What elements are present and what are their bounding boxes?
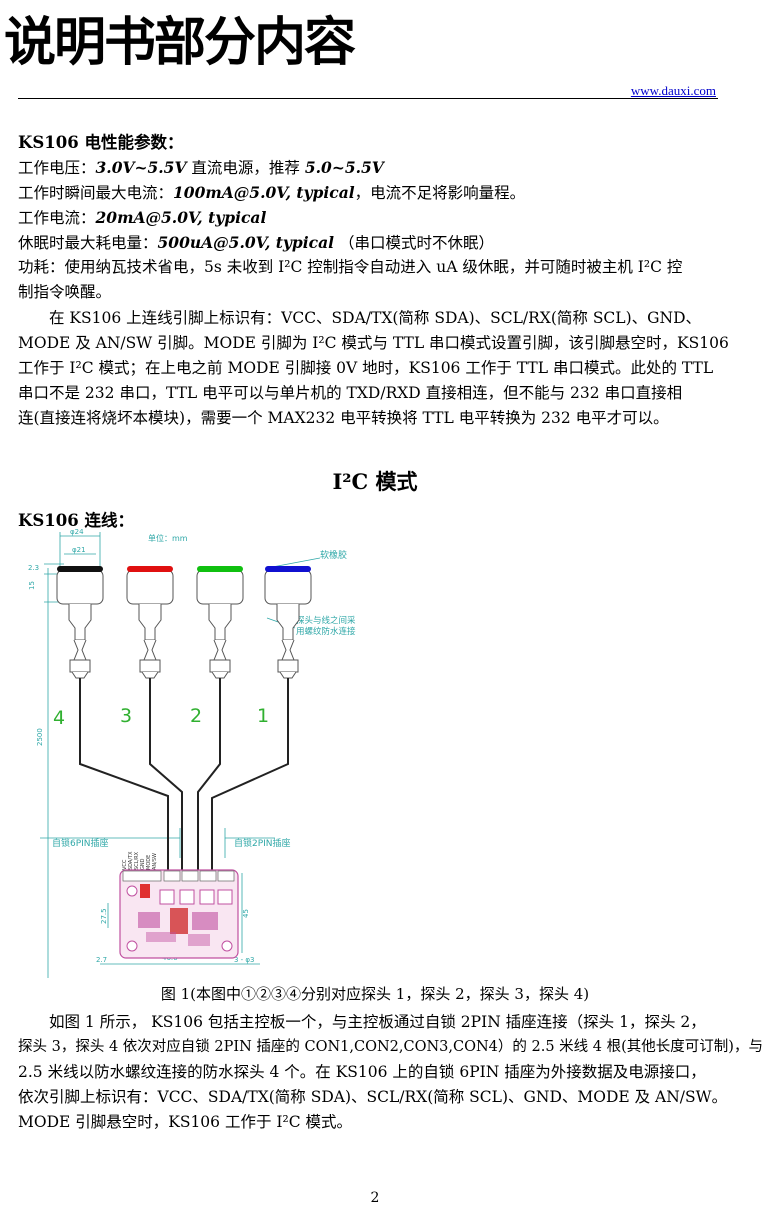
probe-3	[126, 569, 174, 679]
svg-text:MODE: MODE	[146, 855, 152, 870]
svg-text:2.3: 2.3	[28, 564, 39, 572]
svg-text:AN/SW: AN/SW	[152, 853, 158, 870]
socket-6pin-label: 自锁6PIN插座	[52, 837, 109, 849]
pin-labels: VCC SDA/TX SCL/RX GND MODE AN/SW	[122, 851, 158, 870]
main-board	[119, 869, 239, 959]
section-heading-i2c: I²C 模式	[332, 469, 418, 494]
pins-paragraph-line: 在 KS106 上连线引脚上标识有：VCC、SDA/TX(简称 SDA)、SCL…	[18, 309, 702, 327]
desc-paragraph-line: 依次引脚上标识有：VCC、SDA/TX(简称 SDA)、SCL/RX(简称 SC…	[18, 1088, 728, 1106]
voltage-value: 3.0V~5.5V	[95, 158, 187, 177]
svg-text:2.7: 2.7	[96, 956, 107, 964]
svg-text:φ21: φ21	[72, 546, 86, 554]
current-line: 工作电流：20mA@5.0V, typical	[18, 205, 266, 231]
voltage-line: 工作电压：3.0V~5.5V 直流电源，推荐 5.0~5.5V	[18, 155, 384, 181]
svg-text:2500: 2500	[36, 728, 44, 746]
power-line-2: 制指令唤醒。	[18, 283, 112, 301]
desc-paragraph-line: 2.5 米线以防水螺纹连接的防水探头 4 个。在 KS106 上的自锁 6PIN…	[18, 1063, 706, 1081]
pins-paragraph-line: 连(直接连将烧坏本模块)，需要一个 MAX232 电平转换将 TTL 电平转换为…	[18, 409, 669, 427]
current-value: 20mA@5.0V, typical	[95, 208, 267, 227]
cables	[79, 678, 289, 870]
desc-paragraph-line: 探头 3，探头 4 依次对应自锁 2PIN 插座的 CON1,CON2,CON3…	[18, 1039, 763, 1055]
sleep-label: 休眠时最大耗电量：	[18, 234, 158, 252]
peak-current-line: 工作时瞬间最大电流：100mA@5.0V, typical，电流不足将影响量程。	[18, 180, 525, 206]
sleep-line: 休眠时最大耗电量：500uA@5.0V, typical （串口模式时不休眠）	[18, 230, 494, 256]
wiring-diagram: φ24 φ21 2.3 15 2500 27.5 45 46.6 2.7 3 -…	[28, 528, 356, 978]
page-title: 说明书部分内容	[4, 13, 356, 73]
pins-paragraph-line: 串口不是 232 串口，TTL 电平可以与单片机的 TXD/RXD 直接相连，但…	[18, 384, 683, 402]
rubber-label: 软橡胶	[320, 549, 347, 561]
unit-label: 单位：mm	[148, 533, 188, 543]
electrical-heading: KS106 电性能参数：	[18, 133, 184, 152]
desc-paragraph-line: MODE 引脚悬空时，KS106 工作于 I²C 模式。	[18, 1113, 353, 1131]
probe-caps	[57, 566, 311, 572]
sleep-value: 500uA@5.0V, typical	[157, 233, 335, 252]
voltage-mid: 直流电源，推荐	[186, 159, 305, 177]
header-rule	[18, 98, 718, 99]
peak-note: ，电流不足将影响量程。	[354, 184, 526, 202]
power-line-1: 功耗：使用纳瓦技术省电，5s 未收到 I²C 控制指令自动进入 uA 级休眠，并…	[18, 258, 683, 276]
probe-number: 3	[120, 705, 132, 727]
voltage-label: 工作电压：	[18, 159, 96, 177]
desc-paragraph-line: 如图 1 所示， KS106 包括主控板一个，与主控板通过自锁 2PIN 插座连…	[18, 1013, 706, 1031]
probe-note: 探头与线之间采	[296, 615, 356, 626]
probe-numbers: 4 3 2 1	[53, 705, 269, 729]
probe-note: 用螺纹防水连接	[296, 626, 356, 637]
figure-caption: 图 1(本图中①②③④分别对应探头 1，探头 2，探头 3，探头 4)	[160, 985, 590, 1003]
current-label: 工作电流：	[18, 209, 96, 227]
svg-text:45: 45	[242, 909, 250, 918]
sleep-note: （串口模式时不休眠）	[334, 234, 494, 252]
page-number: 2	[370, 1190, 380, 1206]
probe-1	[264, 569, 312, 679]
probe-assemblies	[56, 569, 312, 679]
probe-number: 2	[190, 705, 202, 727]
probe-number: 4	[53, 707, 65, 729]
pins-paragraph-line: 工作于 I²C 模式；在上电之前 MODE 引脚接 0V 地时，KS106 工作…	[18, 359, 714, 377]
svg-text:27.5: 27.5	[100, 908, 108, 924]
website-link[interactable]: www.dauxi.com	[630, 83, 716, 98]
voltage-recommend: 5.0~5.5V	[304, 158, 384, 177]
dimension-lines	[40, 532, 321, 978]
svg-text:SDA/TX: SDA/TX	[128, 851, 134, 870]
svg-text:VCC: VCC	[122, 859, 128, 870]
peak-value: 100mA@5.0V, typical	[173, 183, 355, 202]
wiring-heading: KS106 连线：	[18, 511, 134, 530]
socket-2pin-label: 自锁2PIN插座	[234, 837, 291, 849]
svg-text:SCL/RX: SCL/RX	[134, 851, 140, 870]
svg-text:φ24: φ24	[70, 528, 84, 536]
svg-text:15: 15	[28, 581, 36, 590]
pins-paragraph-line: MODE 及 AN/SW 引脚。MODE 引脚为 I²C 模式与 TTL 串口模…	[18, 334, 729, 352]
probe-2	[196, 569, 244, 679]
svg-text:GND: GND	[140, 858, 146, 870]
probe-4	[56, 569, 104, 679]
probe-number: 1	[257, 705, 269, 727]
peak-label: 工作时瞬间最大电流：	[18, 184, 174, 202]
svg-text:3 - φ3: 3 - φ3	[234, 956, 255, 964]
